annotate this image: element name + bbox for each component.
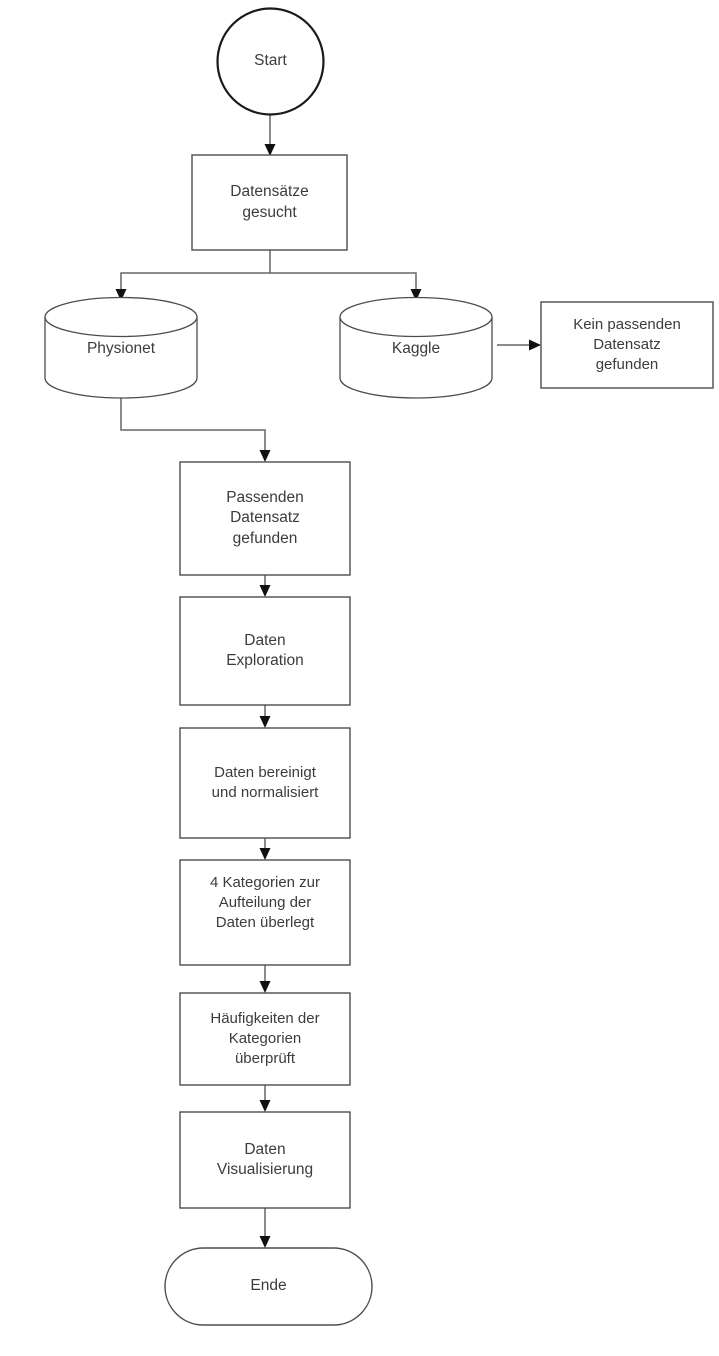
node-daten-visualisierung-shape[interactable] xyxy=(179,1111,351,1209)
node-passenden-datensatz-shape[interactable] xyxy=(179,461,351,576)
node-vier-kategorien-shape[interactable] xyxy=(179,859,351,966)
edge-kategorien-to-haeufigkeiten xyxy=(259,965,271,993)
node-datensaetze-gesucht-shape[interactable] xyxy=(191,154,348,251)
node-haeufigkeiten-shape[interactable] xyxy=(179,992,351,1086)
edge-haeufigkeiten-to-visualisierung xyxy=(259,1085,271,1112)
node-start-shape[interactable] xyxy=(216,7,325,116)
edge-kaggle-to-kein-passender xyxy=(497,339,541,351)
edge-physionet-to-passenden xyxy=(120,395,271,462)
edge-passenden-to-exploration xyxy=(259,575,271,597)
node-daten-exploration-shape[interactable] xyxy=(179,596,351,706)
edge-start-to-datensaetze xyxy=(264,114,276,156)
node-daten-bereinigt-shape[interactable] xyxy=(179,727,351,839)
node-kein-passender-datensatz-shape[interactable] xyxy=(540,301,714,389)
edge-datensaetze-to-physionet xyxy=(115,250,271,301)
node-physionet-shape[interactable] xyxy=(44,296,198,399)
node-kaggle-shape[interactable] xyxy=(339,296,493,399)
edge-datensaetze-to-kaggle xyxy=(270,272,422,301)
edge-exploration-to-bereinigt xyxy=(259,705,271,728)
edge-bereinigt-to-kategorien xyxy=(259,838,271,860)
edge-visualisierung-to-ende xyxy=(259,1208,271,1248)
node-ende-shape[interactable] xyxy=(164,1247,373,1326)
